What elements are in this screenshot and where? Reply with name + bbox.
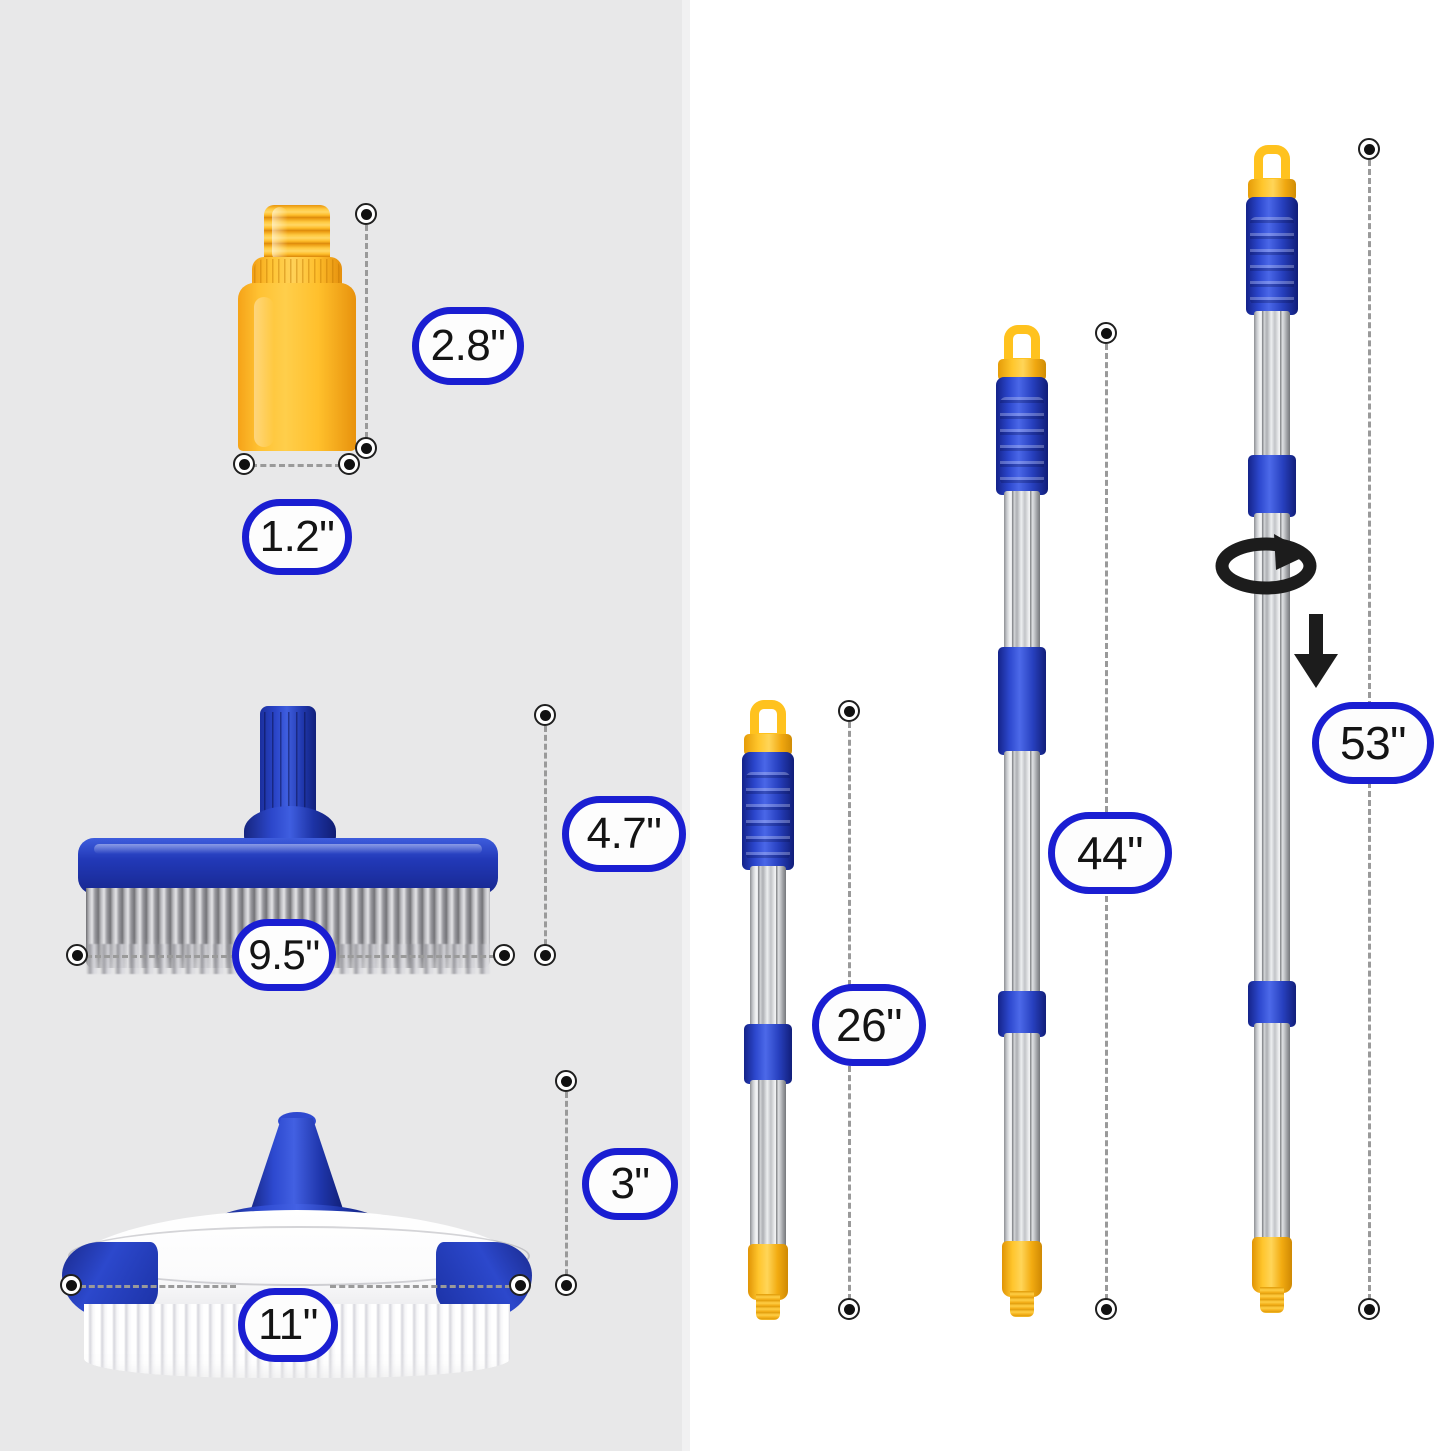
pole-short-tip xyxy=(748,1244,788,1300)
dim-line-pole-medium-lower xyxy=(1105,896,1108,1300)
dim-line-pole-short-upper xyxy=(848,722,851,986)
dim-dot-nozzle-right xyxy=(338,453,360,475)
dim-dot-nozzle-top xyxy=(355,203,377,225)
pole-short-image xyxy=(742,700,794,1320)
badge-pole-long: 53" xyxy=(1312,702,1434,784)
badge-grout-width: 9.5" xyxy=(232,919,336,991)
dim-dot-grout-left xyxy=(66,944,88,966)
badge-scrub-width: 11" xyxy=(238,1288,338,1362)
pole-long-lock-collar-upper xyxy=(1248,455,1296,517)
dim-dot-grout-bottom xyxy=(534,944,556,966)
badge-nozzle-width: 1.2" xyxy=(242,499,352,575)
pole-medium-loop-base xyxy=(998,359,1046,381)
pole-long-grip-ribs xyxy=(1250,217,1294,305)
pole-short-grip xyxy=(742,752,794,870)
pole-long-grip xyxy=(1246,197,1298,315)
dim-line-scrub-height xyxy=(565,1092,568,1284)
nozzle-body-highlight xyxy=(254,297,274,447)
scrub-brush-cone xyxy=(248,1118,346,1218)
pole-medium-shaft-mid-lines xyxy=(1004,751,1040,995)
dim-dot-scrub-top xyxy=(555,1070,577,1092)
dim-line-scrub-width-right xyxy=(330,1285,511,1288)
pole-medium-image xyxy=(996,325,1048,1321)
dim-dot-pole-long-top xyxy=(1358,138,1380,160)
pole-short-grip-ribs xyxy=(746,772,790,860)
pole-medium-shaft-lower-lines xyxy=(1004,1033,1040,1245)
dim-dot-grout-right xyxy=(493,944,515,966)
nozzle-body xyxy=(238,283,356,451)
dim-dot-scrub-left xyxy=(60,1274,82,1296)
pole-long-tip-thread xyxy=(1260,1287,1284,1313)
panel-divider xyxy=(682,0,690,1451)
dim-dot-grout-top xyxy=(534,704,556,726)
dim-line-pole-medium-upper xyxy=(1105,344,1108,812)
badge-nozzle-height: 2.8" xyxy=(412,307,524,385)
pole-long-image xyxy=(1246,145,1298,1321)
dim-dot-pole-short-top xyxy=(838,700,860,722)
arrow-down-icon xyxy=(1294,614,1338,688)
dim-line-pole-long-upper xyxy=(1368,160,1371,716)
dim-dot-pole-medium-top xyxy=(1095,322,1117,344)
pole-short-shaft-lower-lines xyxy=(750,1080,786,1248)
dim-line-pole-short-lower xyxy=(848,1066,851,1300)
nozzle-thread-highlight xyxy=(272,207,288,261)
pole-long-loop-base xyxy=(1248,179,1296,201)
pole-medium-grip xyxy=(996,377,1048,495)
dim-line-grout-width-left xyxy=(86,955,236,958)
pole-medium-grip-ribs xyxy=(1000,397,1044,485)
pole-long-tip xyxy=(1252,1237,1292,1293)
pole-short-loop-base xyxy=(744,734,792,756)
grout-brush-head-highlight xyxy=(94,844,482,854)
dim-dot-nozzle-bottom xyxy=(355,437,377,459)
pole-medium-tip xyxy=(1002,1241,1042,1297)
pole-long-shaft-lower-lines xyxy=(1254,1023,1290,1241)
dim-dot-scrub-right xyxy=(509,1274,531,1296)
dim-line-pole-long-lower xyxy=(1368,782,1371,1300)
pole-medium-tip-thread xyxy=(1010,1291,1034,1317)
dim-line-scrub-width-left xyxy=(80,1285,236,1288)
badge-pole-short: 26" xyxy=(812,984,926,1066)
badge-pole-medium: 44" xyxy=(1048,812,1172,894)
dim-line-nozzle-width xyxy=(251,464,341,467)
pole-medium-lock-collar-upper xyxy=(998,647,1046,755)
badge-grout-height: 4.7" xyxy=(562,796,686,872)
dim-line-nozzle-height xyxy=(365,225,368,447)
pole-long-shaft-upper-lines xyxy=(1254,311,1290,459)
pole-medium-lock-collar-lower xyxy=(998,991,1046,1037)
nozzle-adapter-image xyxy=(238,205,356,451)
pole-medium-shaft-upper-lines xyxy=(1004,491,1040,651)
dim-dot-scrub-bottom xyxy=(555,1274,577,1296)
dim-dot-pole-medium-bottom xyxy=(1095,1298,1117,1320)
pole-short-tip-thread xyxy=(756,1294,780,1320)
dim-dot-pole-short-bottom xyxy=(838,1298,860,1320)
dim-line-grout-width-right xyxy=(330,955,495,958)
grout-brush-stem-ribs xyxy=(264,712,312,812)
pole-short-shaft-upper-lines xyxy=(750,866,786,1028)
badge-scrub-height: 3" xyxy=(582,1148,678,1220)
grout-brush-head xyxy=(78,838,498,894)
dim-dot-pole-long-bottom xyxy=(1358,1298,1380,1320)
dim-dot-nozzle-left xyxy=(233,453,255,475)
dim-line-grout-height xyxy=(544,726,547,954)
pole-short-lock-collar xyxy=(744,1024,792,1084)
pole-long-lock-collar-lower xyxy=(1248,981,1296,1027)
rotate-icon xyxy=(1215,534,1317,595)
